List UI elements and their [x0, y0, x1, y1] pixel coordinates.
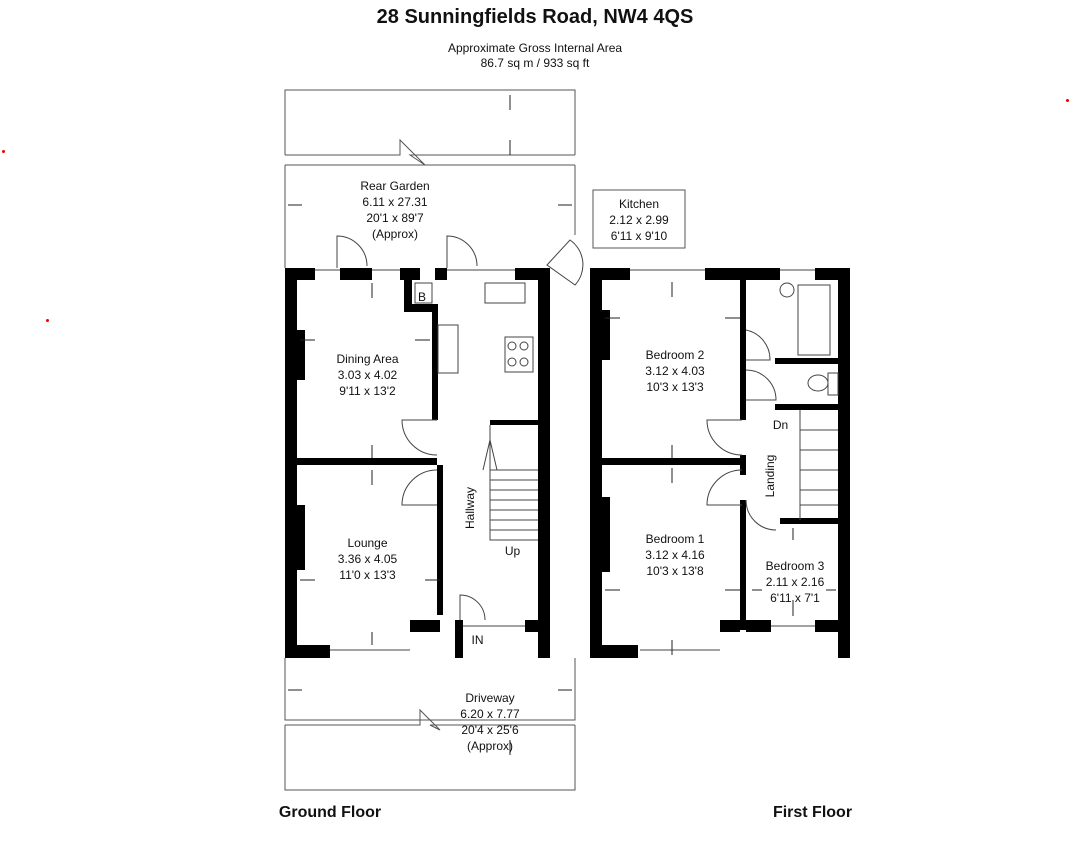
room-bedroom-3: Bedroom 3 2.11 x 2.16 6'11 x 7'1: [750, 558, 840, 606]
room-rear-garden: Rear Garden 6.11 x 27.31 20'1 x 89'7 (Ap…: [320, 178, 470, 242]
stairs-up-label: Up: [504, 544, 521, 558]
room-dining-area: Dining Area 3.03 x 4.02 9'11 x 13'2: [310, 351, 425, 399]
ground-floor-label: Ground Floor: [278, 804, 382, 821]
garden-outline: [284, 89, 686, 791]
room-imperial: 6'11 x 7'1: [770, 591, 820, 605]
room-name: Dining Area: [336, 352, 399, 366]
entrance-label: IN: [471, 633, 484, 647]
room-name: Kitchen: [618, 197, 660, 211]
room-bedroom-2: Bedroom 2 3.12 x 4.03 10'3 x 13'3: [615, 347, 735, 395]
room-metric: 6.11 x 27.31: [362, 195, 428, 209]
room-imperial: 10'3 x 13'3: [646, 380, 704, 394]
room-imperial: 9'11 x 13'2: [339, 384, 396, 398]
room-kitchen: Kitchen 2.12 x 2.99 6'11 x 9'10: [593, 196, 685, 244]
area-label: Approximate Gross Internal Area: [447, 41, 623, 55]
room-bedroom-1: Bedroom 1 3.12 x 4.16 10'3 x 13'8: [615, 531, 735, 579]
room-metric: 2.12 x 2.99: [609, 213, 669, 227]
room-metric: 2.11 x 2.16: [765, 575, 825, 589]
room-name: Bedroom 3: [765, 559, 825, 573]
first-floor-walls: [590, 268, 850, 658]
room-imperial: 20'4 x 25'6: [461, 723, 519, 737]
room-imperial: 20'1 x 89'7: [366, 211, 424, 225]
room-metric: 3.12 x 4.16: [645, 548, 705, 562]
room-lounge: Lounge 3.36 x 4.05 11'0 x 13'3: [310, 535, 425, 583]
room-name: Bedroom 1: [645, 532, 705, 546]
room-name: Bedroom 2: [645, 348, 705, 362]
dimension-arrows: [288, 95, 836, 755]
room-note: (Approx): [466, 739, 513, 753]
marker-dot: [46, 319, 49, 322]
room-imperial: 10'3 x 13'8: [646, 564, 704, 578]
fixtures: [315, 235, 839, 651]
plan-title: 28 Sunningfields Road, NW4 4QS: [376, 6, 694, 28]
room-driveway: Driveway 6.20 x 7.77 20'4 x 25'6 (Approx…: [420, 690, 560, 754]
room-metric: 3.03 x 4.02: [337, 368, 398, 382]
marker-dot: [1066, 99, 1069, 102]
ground-floor-walls: [285, 268, 550, 658]
marker-dot: [2, 150, 5, 153]
room-note: (Approx): [371, 227, 418, 241]
room-name: Rear Garden: [360, 179, 430, 193]
room-metric: 6.20 x 7.77: [460, 707, 520, 721]
room-hallway: Hallway: [463, 487, 477, 530]
first-floor-label: First Floor: [772, 804, 853, 821]
room-metric: 3.36 x 4.05: [337, 552, 398, 566]
room-name: Lounge: [347, 536, 388, 550]
stairs-down-label: Dn: [772, 418, 789, 432]
boiler-label: B: [417, 290, 426, 304]
room-metric: 3.12 x 4.03: [645, 364, 705, 378]
room-imperial: 6'11 x 9'10: [610, 229, 668, 243]
area-value: 86.7 sq m / 933 sq ft: [480, 56, 590, 70]
room-name: Driveway: [465, 691, 515, 705]
room-landing: Landing: [763, 454, 777, 498]
room-imperial: 11'0 x 13'3: [339, 568, 396, 582]
